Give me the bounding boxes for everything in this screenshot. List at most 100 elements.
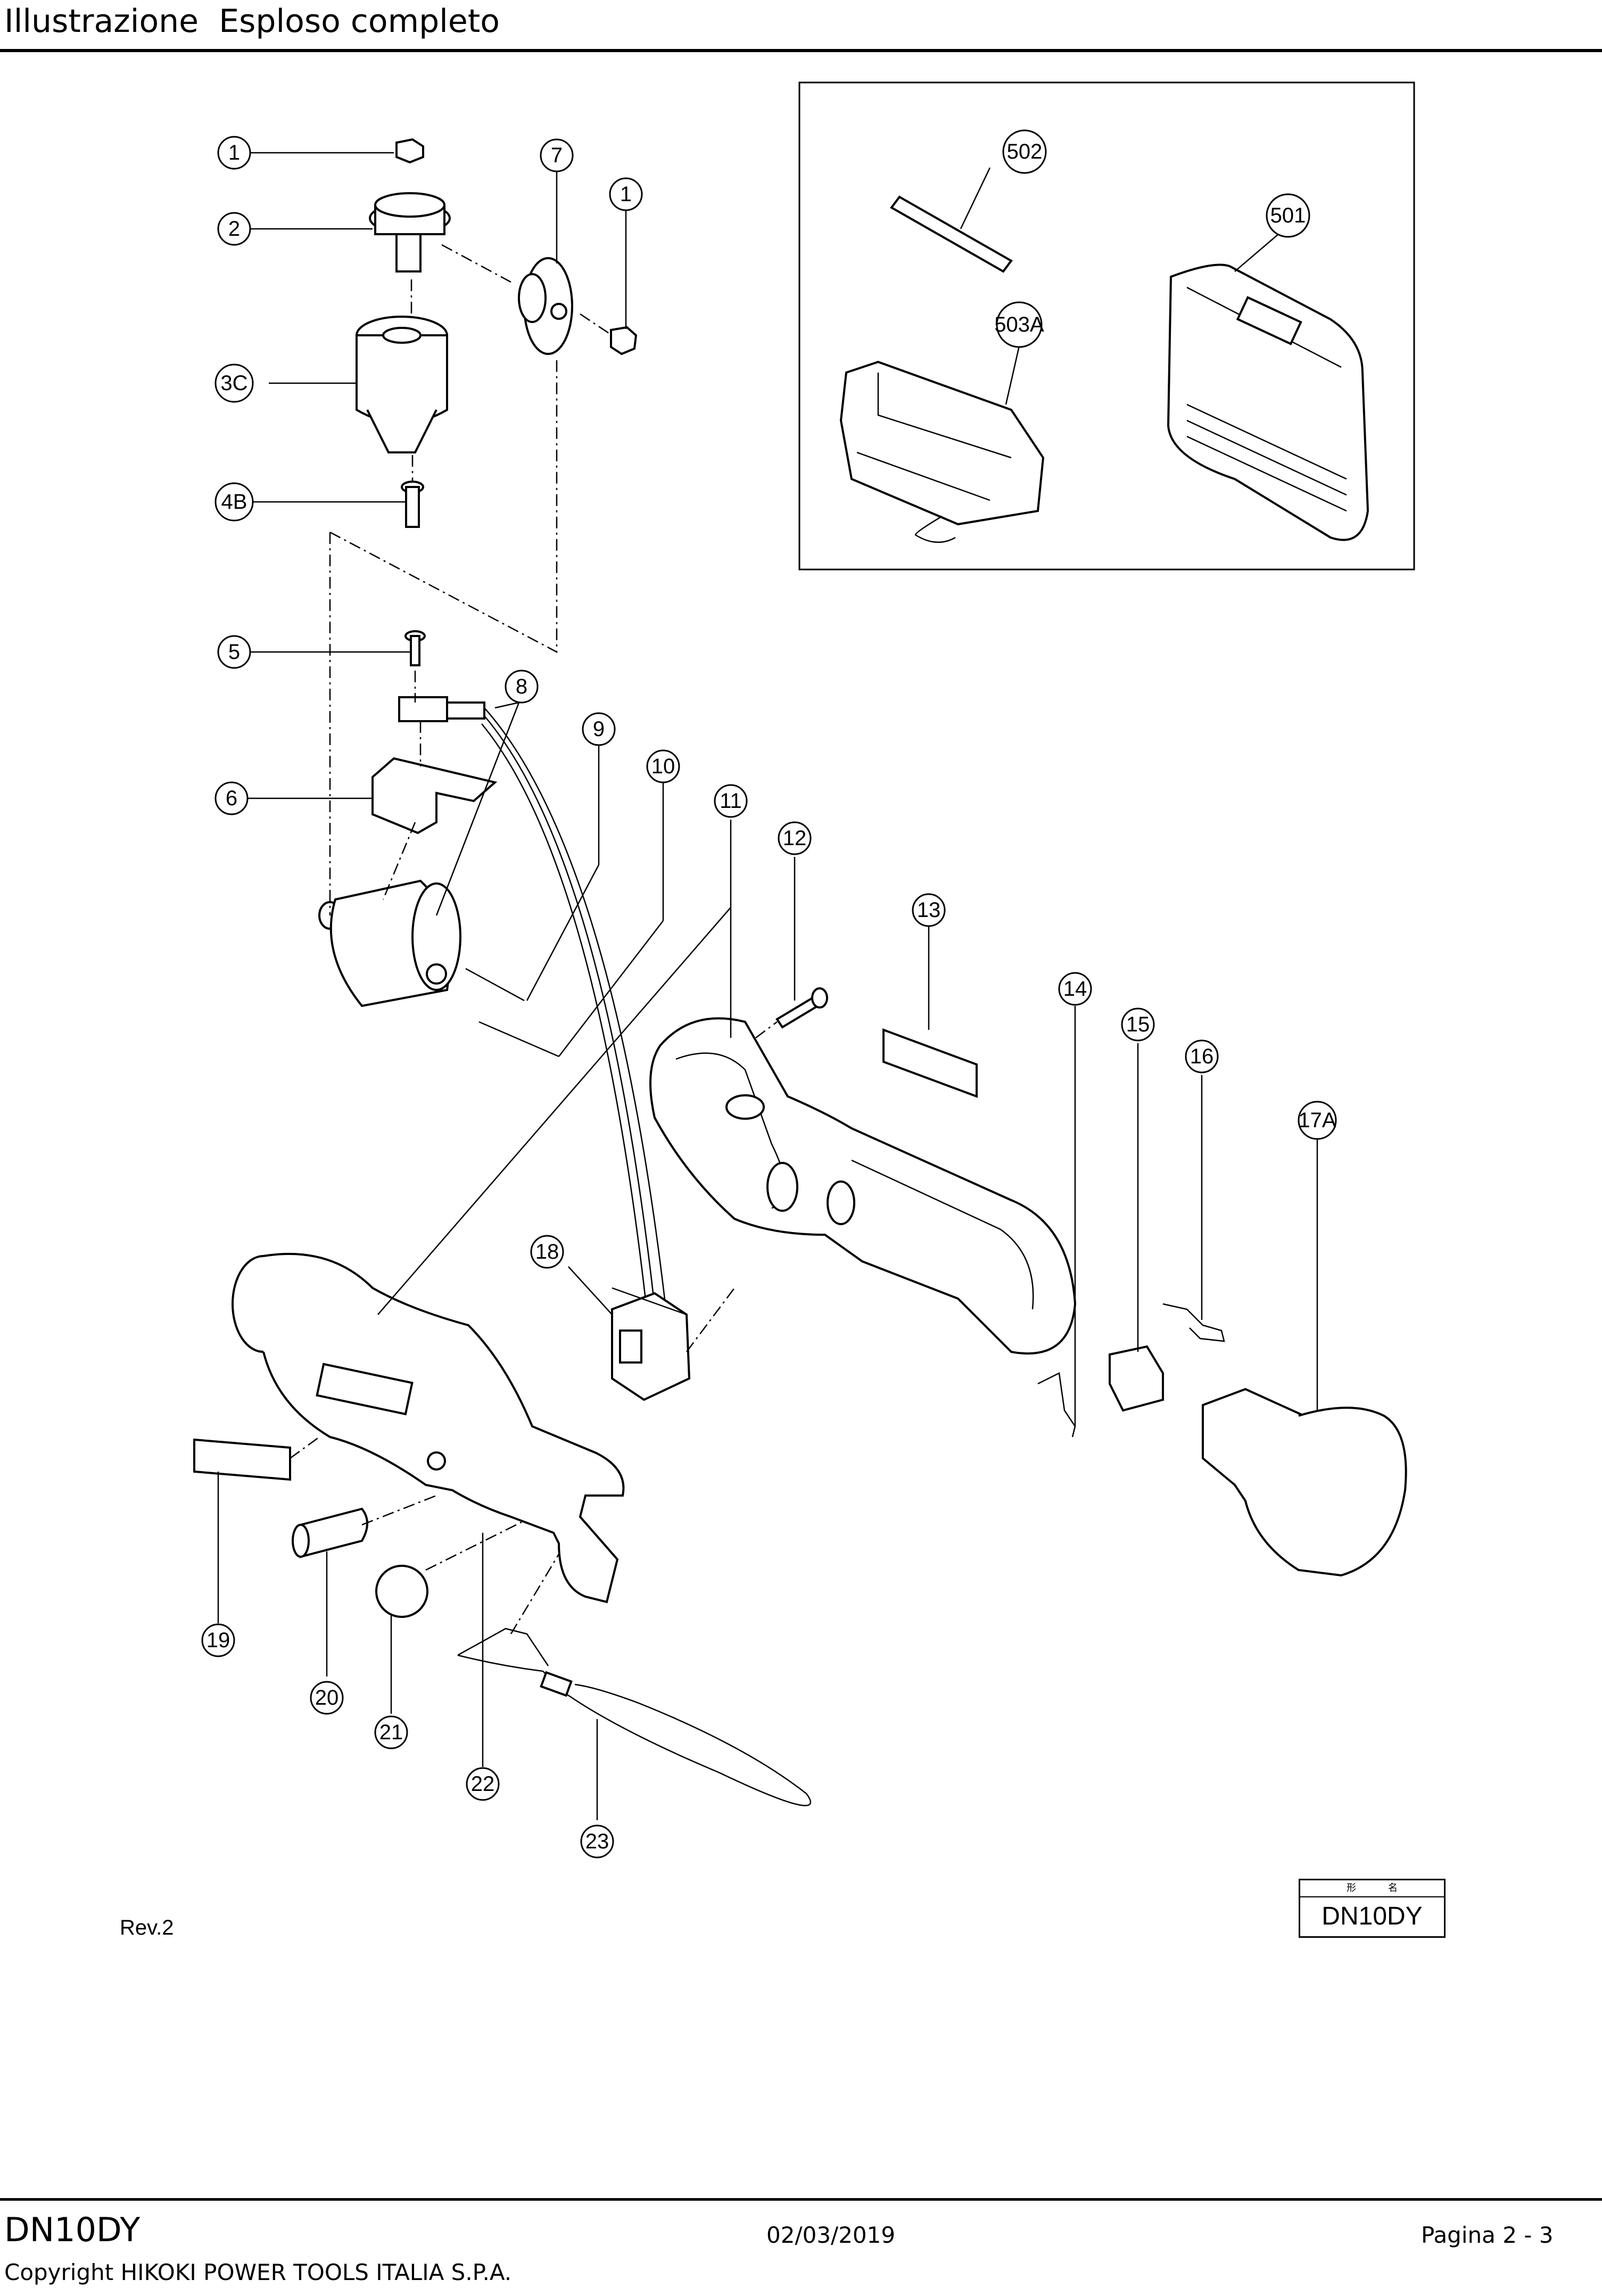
connector-part xyxy=(398,696,485,722)
svg-text:22: 22 xyxy=(471,1772,495,1796)
button-20-part xyxy=(292,1507,368,1558)
svg-text:11: 11 xyxy=(720,789,742,813)
callout-19: 19 xyxy=(201,1623,235,1657)
callout-501: 501 xyxy=(1266,193,1310,238)
callout-7: 7 xyxy=(540,138,574,172)
footer-rule xyxy=(0,2198,1602,2201)
svg-text:501: 501 xyxy=(1270,204,1306,227)
svg-text:13: 13 xyxy=(917,898,941,922)
callout-5: 5 xyxy=(217,635,251,669)
bracket-part xyxy=(371,757,498,835)
svg-text:17A: 17A xyxy=(1298,1109,1336,1132)
case-501-part xyxy=(1167,263,1369,541)
handle-part xyxy=(232,1253,625,1604)
callout-1b: 1 xyxy=(609,177,643,211)
kanji-right: 名 xyxy=(1388,1882,1398,1894)
accessories-frame xyxy=(798,81,1415,571)
gear-part xyxy=(518,257,573,355)
model-box-name: DN10DY xyxy=(1322,1902,1423,1930)
callout-503a: 503A xyxy=(994,301,1044,348)
header-rule xyxy=(0,49,1602,52)
spindle-part xyxy=(369,192,451,272)
svg-text:14: 14 xyxy=(1063,977,1087,1001)
callout-12: 12 xyxy=(778,821,812,855)
callout-3c: 3C xyxy=(214,364,254,403)
footer-model: DN10DY xyxy=(4,2210,141,2249)
spring-16-part xyxy=(1162,1303,1225,1342)
footer-date: 02/03/2019 xyxy=(766,2222,896,2248)
svg-text:8: 8 xyxy=(516,675,527,698)
callout-10: 10 xyxy=(646,749,680,783)
callout-6: 6 xyxy=(214,781,249,815)
svg-text:23: 23 xyxy=(585,1830,609,1853)
motor-part xyxy=(318,879,461,1007)
svg-text:2: 2 xyxy=(228,217,240,241)
callout-15: 15 xyxy=(1121,1007,1155,1042)
kanji-left: 形 xyxy=(1347,1882,1356,1894)
callout-13: 13 xyxy=(912,893,946,927)
wire-harness xyxy=(484,707,666,1304)
footer-page-number: Pagina 2 - 3 xyxy=(1421,2222,1554,2248)
callout-8: 8 xyxy=(505,670,539,704)
svg-text:1: 1 xyxy=(620,183,632,206)
callout-4b: 4B xyxy=(214,482,254,522)
footer-copyright: Copyright HIKOKI POWER TOOLS ITALIA S.P.… xyxy=(4,2259,512,2285)
callout-14: 14 xyxy=(1058,972,1092,1006)
svg-text:502: 502 xyxy=(1007,140,1043,163)
svg-text:7: 7 xyxy=(551,144,563,167)
pin-part xyxy=(404,630,426,666)
chuck-part xyxy=(356,316,448,453)
callout-20: 20 xyxy=(310,1681,344,1715)
svg-text:10: 10 xyxy=(651,755,675,778)
svg-text:6: 6 xyxy=(226,787,237,810)
model-name-box: 形 名 DN10DY xyxy=(1299,1879,1446,1938)
svg-text:4B: 4B xyxy=(221,490,247,514)
svg-text:18: 18 xyxy=(535,1240,559,1263)
svg-text:12: 12 xyxy=(783,827,807,850)
callout-16: 16 xyxy=(1185,1039,1219,1073)
lead-wire-10 xyxy=(478,1021,559,1058)
page-title: Illustrazione Esploso completo xyxy=(4,3,500,40)
callout-11: 11 xyxy=(714,784,748,818)
callout-22: 22 xyxy=(466,1767,500,1801)
nut-part xyxy=(395,138,424,164)
battery-part xyxy=(1202,1387,1407,1577)
tapping-screw-part xyxy=(775,987,828,1029)
svg-text:503A: 503A xyxy=(994,313,1044,336)
svg-text:21: 21 xyxy=(379,1721,403,1744)
charger-503a-part xyxy=(839,360,1045,543)
svg-text:16: 16 xyxy=(1190,1045,1214,1068)
bit-502-part xyxy=(890,195,1013,273)
callout-18: 18 xyxy=(530,1235,564,1269)
callout-21: 21 xyxy=(374,1715,408,1749)
callout-1a: 1 xyxy=(217,136,251,170)
callout-17a: 17A xyxy=(1298,1101,1337,1140)
housing-part xyxy=(649,1017,1077,1355)
switch-part xyxy=(611,1292,691,1401)
svg-text:20: 20 xyxy=(315,1686,339,1709)
svg-text:1: 1 xyxy=(228,141,240,164)
lead-wire-9 xyxy=(465,968,525,1002)
svg-text:9: 9 xyxy=(593,717,605,741)
svg-text:19: 19 xyxy=(207,1629,230,1652)
strap-part xyxy=(457,1628,812,1806)
svg-text:15: 15 xyxy=(1126,1013,1150,1036)
callout-9: 9 xyxy=(582,712,616,746)
nut-small-part xyxy=(610,326,638,356)
label-19-part xyxy=(193,1438,291,1481)
plate-15-part xyxy=(1109,1345,1164,1412)
disc-21-part xyxy=(375,1565,428,1618)
revision-label: Rev.2 xyxy=(120,1916,174,1939)
svg-text:5: 5 xyxy=(228,640,240,664)
leader-lines xyxy=(217,152,1318,1820)
svg-text:3C: 3C xyxy=(220,371,247,395)
alignment-lines xyxy=(290,244,778,1634)
label-13-part xyxy=(882,1028,978,1098)
screw-part xyxy=(401,481,424,528)
callout-502: 502 xyxy=(1002,129,1047,174)
model-box-header: 形 名 xyxy=(1300,1880,1444,1897)
callout-2: 2 xyxy=(217,212,251,246)
terminal-14-part xyxy=(1037,1372,1076,1438)
callout-23: 23 xyxy=(580,1824,614,1859)
